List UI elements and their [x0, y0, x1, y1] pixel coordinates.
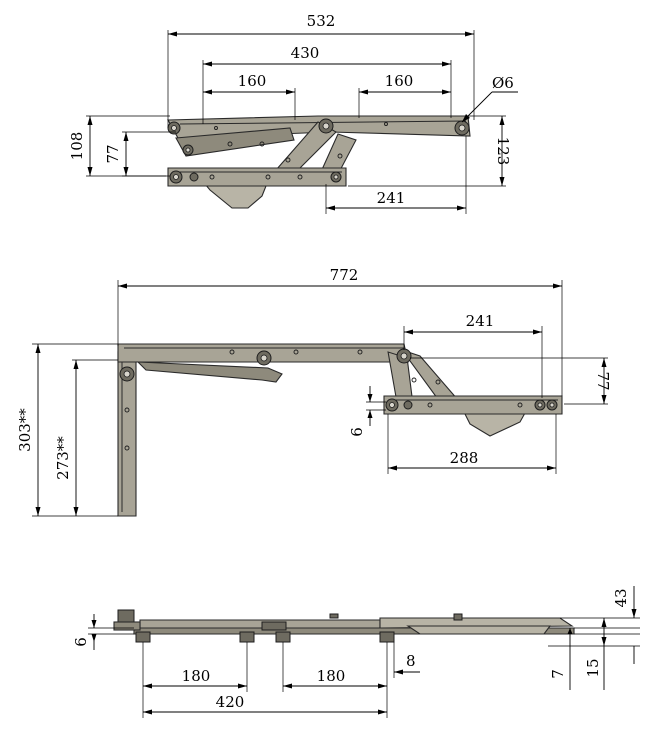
dim-overall-width-folded: 532 [307, 12, 336, 30]
dim-thickness-side: 6 [72, 637, 90, 647]
side-view: 6 180 180 8 420 [72, 586, 640, 718]
dim-height-bottom-side: 15 [584, 658, 602, 677]
dim-left-link: 160 [238, 72, 267, 90]
dim-pivot-span: 430 [291, 44, 320, 62]
open-view: 772 241 77 6 288 [16, 266, 612, 517]
dim-height-mid-side: 7 [549, 669, 567, 679]
dim-height-outer-folded: 108 [68, 132, 86, 161]
dim-offset-open: 6 [348, 427, 366, 437]
dim-total-side: 420 [216, 693, 245, 711]
dim-height-right-folded: 123 [494, 137, 512, 166]
side-dimensions: 6 180 180 8 420 [72, 586, 640, 718]
dim-right-link: 160 [385, 72, 414, 90]
dim-height-inner-folded: 77 [104, 144, 122, 163]
dim-bracket-bottom-open: 288 [450, 449, 479, 467]
folded-dimensions: 532 430 160 160 Ø6 [68, 12, 518, 214]
dim-hole-diameter: Ø6 [492, 74, 514, 92]
dim-span-right-side: 180 [317, 667, 346, 685]
side-right-wing [406, 625, 552, 635]
folded-view: 532 430 160 160 Ø6 [68, 12, 518, 214]
dim-span-left-side: 180 [182, 667, 211, 685]
open-mechanism [117, 343, 563, 517]
side-mechanism [113, 609, 575, 643]
dim-overall-width-open: 772 [330, 266, 359, 284]
dim-bracket-top-open: 241 [466, 312, 495, 330]
dim-gap-side: 8 [406, 652, 416, 670]
dim-height-outer-open: 303** [16, 408, 34, 452]
dim-bracket-length-folded: 241 [377, 189, 406, 207]
folded-mechanism [167, 115, 471, 209]
dim-height-top-side: 43 [612, 588, 630, 607]
dim-drop-open: 77 [594, 371, 612, 390]
open-under-link [136, 361, 283, 383]
side-mid-plate [139, 619, 381, 629]
dim-height-inner-open: 273** [54, 436, 72, 480]
open-dimensions: 772 241 77 6 288 [16, 266, 612, 517]
